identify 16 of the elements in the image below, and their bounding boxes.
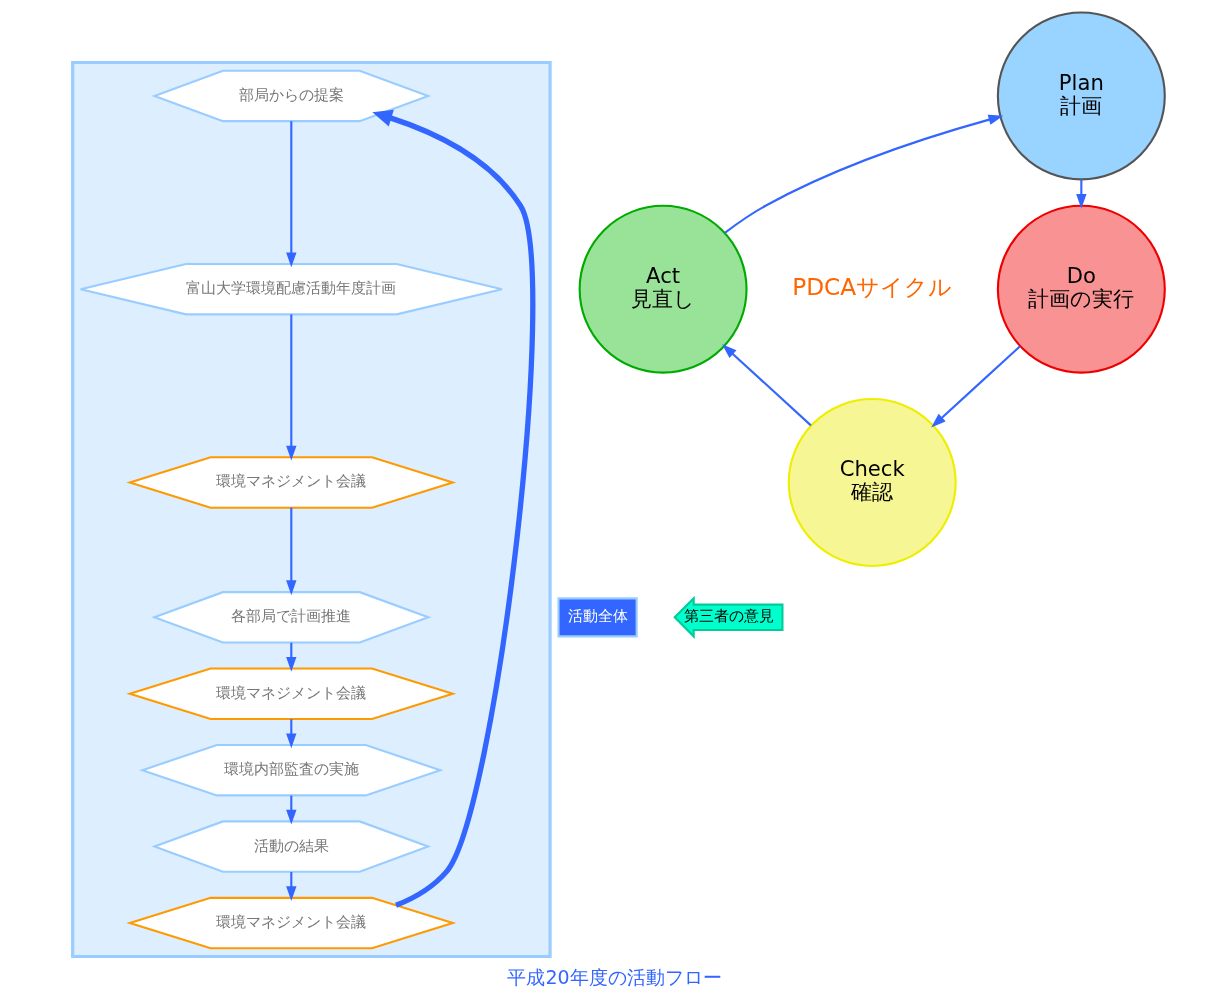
node-circle: Do 計画の実行 bbox=[996, 204, 1166, 374]
arrow bbox=[1075, 179, 1086, 209]
node-circle: Plan 計画 bbox=[996, 11, 1166, 181]
arrow bbox=[721, 344, 812, 427]
arrow bbox=[285, 507, 296, 596]
node-circle: Act 見直し bbox=[578, 204, 748, 374]
arrow bbox=[723, 114, 1003, 234]
arrow bbox=[285, 121, 296, 268]
arrow bbox=[930, 345, 1021, 428]
node-text: PDCAサイクル bbox=[791, 273, 952, 301]
arrow bbox=[371, 109, 535, 908]
node-box: 活動全体 bbox=[556, 597, 638, 638]
arrow bbox=[285, 314, 296, 461]
node-circle: Check 確認 bbox=[787, 398, 957, 567]
caption: 平成20年度の活動フロー bbox=[506, 966, 722, 989]
cluster bbox=[70, 60, 552, 959]
